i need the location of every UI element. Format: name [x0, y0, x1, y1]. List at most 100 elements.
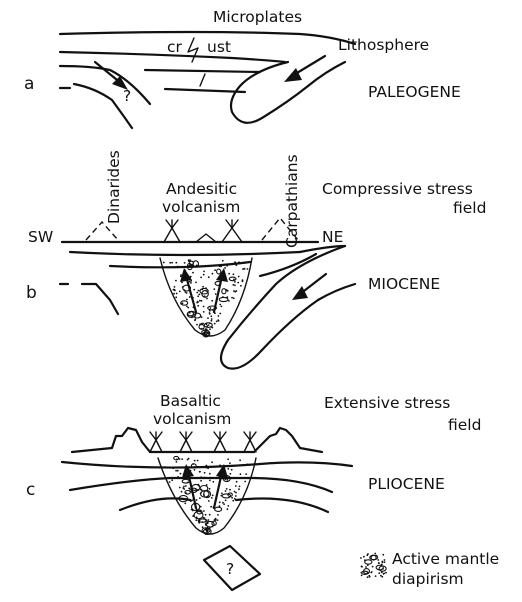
- stipple-pebble: [194, 511, 203, 518]
- stipple-dot: [196, 324, 198, 326]
- stipple-dot: [234, 261, 236, 263]
- stipple-dot: [169, 262, 171, 264]
- legend-stipple-dot: [360, 557, 362, 559]
- stipple-dot: [234, 281, 236, 283]
- period-paleogene: PALEOGENE: [368, 83, 461, 101]
- basalt-volcano-2: [180, 432, 192, 452]
- stipple-dot: [244, 262, 246, 264]
- stipple-dot: [236, 481, 238, 483]
- legend-stipple-dot: [377, 559, 379, 561]
- diapir-arrowhead-c-left: [182, 464, 194, 478]
- stipple-dot: [244, 268, 246, 270]
- stipple-dot: [195, 282, 197, 284]
- stipple-dot: [203, 271, 205, 273]
- stipple-pebble: [229, 277, 236, 281]
- diapir-arrowhead-b-right: [216, 268, 228, 282]
- diapir-stipple-b: [163, 259, 249, 337]
- sw-label: SW: [28, 228, 53, 246]
- stipple-dot: [173, 293, 175, 295]
- panel-a: Microplates cr ust ? Lithosphere a PALEO…: [24, 8, 461, 128]
- stipple-dot: [181, 458, 183, 460]
- volcano-3: [222, 220, 242, 242]
- stipple-dot: [169, 481, 171, 483]
- stipple-dot: [181, 491, 183, 493]
- stipple-dot: [184, 503, 186, 505]
- stipple-dot: [227, 468, 229, 470]
- legend-stipple-dot: [361, 575, 363, 577]
- panel-letter-a: a: [24, 74, 34, 94]
- panel-b: Dinarides Carpathians Andesitic volcanis…: [26, 150, 486, 368]
- stipple-dot: [209, 480, 211, 482]
- period-miocene: MIOCENE: [368, 275, 440, 293]
- legend-stipple-dot: [367, 576, 369, 578]
- lithosphere-arrowhead-b: [292, 286, 308, 300]
- stipple-dot: [186, 305, 188, 307]
- stipple-dot: [197, 295, 199, 297]
- stipple-dot: [225, 500, 227, 502]
- stipple-dot: [231, 297, 233, 299]
- stipple-dot: [226, 479, 228, 481]
- stipple-dot: [194, 318, 196, 320]
- stipple-dot: [231, 497, 233, 499]
- stipple-dot: [246, 464, 248, 466]
- stipple-dot: [198, 290, 200, 292]
- stipple-dot: [232, 500, 234, 502]
- stipple-dot: [202, 286, 204, 288]
- stipple-dot: [171, 262, 173, 264]
- stipple-dot: [219, 501, 221, 503]
- stipple-pebble: [215, 507, 222, 511]
- legend-stipple-dot: [363, 556, 365, 558]
- volcanism-label-b: volcanism: [162, 198, 240, 216]
- legend-stipple-dot: [384, 559, 386, 561]
- legend-stipple-dot: [385, 572, 387, 574]
- stipple-dot: [219, 265, 221, 267]
- legend-stipple-dot: [378, 562, 380, 564]
- stipple-dot: [242, 464, 244, 466]
- legend-stipple-dot: [372, 566, 374, 568]
- stipple-dot: [239, 486, 241, 488]
- stipple-dot: [179, 487, 181, 489]
- stipple-dot: [211, 318, 213, 320]
- legend: Active mantle diapirism: [360, 550, 499, 588]
- stipple-dot: [210, 315, 212, 317]
- stipple-dot: [208, 519, 210, 521]
- stipple-dot: [236, 290, 238, 292]
- stipple-dot: [227, 458, 229, 460]
- stipple-dot: [237, 282, 239, 284]
- stipple-dot: [190, 282, 192, 284]
- stipple-dot: [225, 490, 227, 492]
- question-mark-c: ?: [226, 560, 234, 578]
- stipple-dot: [175, 262, 177, 264]
- basin-layer-2: [110, 262, 250, 267]
- stipple-dot: [209, 488, 211, 490]
- stipple-dot: [199, 497, 201, 499]
- legend-stipple-dot: [374, 553, 376, 555]
- stipple-dot: [175, 296, 177, 298]
- stipple-dot: [217, 519, 219, 521]
- stipple-dot: [229, 462, 231, 464]
- dinaric-slab-b: [60, 284, 118, 314]
- stipple-dot: [185, 485, 187, 487]
- stipple-dot: [217, 319, 219, 321]
- stipple-dot: [219, 304, 221, 306]
- stipple-dot: [211, 497, 213, 499]
- stipple-dot: [234, 284, 236, 286]
- stipple-dot: [234, 491, 236, 493]
- compressive-stress-label: Compressive stress: [322, 180, 473, 198]
- stipple-dot: [226, 290, 228, 292]
- stipple-dot: [201, 300, 203, 302]
- stipple-dot: [213, 288, 215, 290]
- stipple-dot: [235, 492, 237, 494]
- stipple-dot: [215, 519, 217, 521]
- stipple-dot: [227, 508, 229, 510]
- stipple-dot: [203, 306, 205, 308]
- crust-fracture-lower: [200, 74, 205, 86]
- stipple-dot: [212, 273, 214, 275]
- stipple-dot: [206, 531, 208, 533]
- stipple-dot: [176, 461, 178, 463]
- stipple-dot: [209, 328, 211, 330]
- stipple-dot: [203, 274, 205, 276]
- stipple-dot: [221, 493, 223, 495]
- stipple-dot: [180, 473, 182, 475]
- stipple-dot: [163, 262, 165, 264]
